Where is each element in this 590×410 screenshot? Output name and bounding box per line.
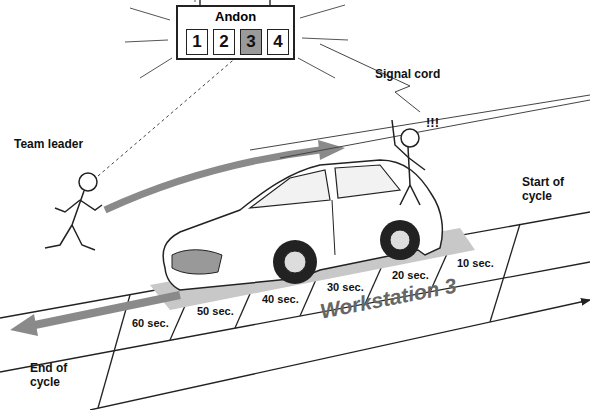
car <box>163 160 442 290</box>
cell-number: 4 <box>273 32 282 51</box>
road-lines <box>0 212 590 410</box>
cell-number: 2 <box>219 32 228 51</box>
time-mark: 50 sec. <box>197 305 234 318</box>
exclaim: !!! <box>426 116 439 131</box>
andon-board: Andon 1234 <box>176 5 295 60</box>
time-mark: 10 sec. <box>457 257 494 270</box>
andon-cell: 4 <box>267 29 289 55</box>
time-mark: 40 sec. <box>262 293 299 306</box>
andon-cell: 1 <box>186 29 208 55</box>
andon-cell: 2 <box>213 29 235 55</box>
cell-number: 1 <box>192 32 201 51</box>
andon-rays <box>125 0 348 78</box>
cell-number: 3 <box>246 32 255 51</box>
cycle-label: End of cycle <box>30 362 92 390</box>
worker-figure <box>392 120 425 205</box>
andon-cell: 3 <box>240 29 262 55</box>
part-label: Signal cord <box>375 68 440 82</box>
sight-line <box>98 50 245 176</box>
cycle-label: Start of cycle <box>522 176 588 204</box>
signal-cord <box>250 44 590 158</box>
board-title: Andon <box>215 9 256 24</box>
flow-arrow <box>105 150 320 210</box>
time-mark: 60 sec. <box>132 317 169 330</box>
role-label: Team leader <box>14 138 83 152</box>
exit-arrowhead <box>10 314 38 336</box>
team-leader-figure <box>45 173 102 250</box>
